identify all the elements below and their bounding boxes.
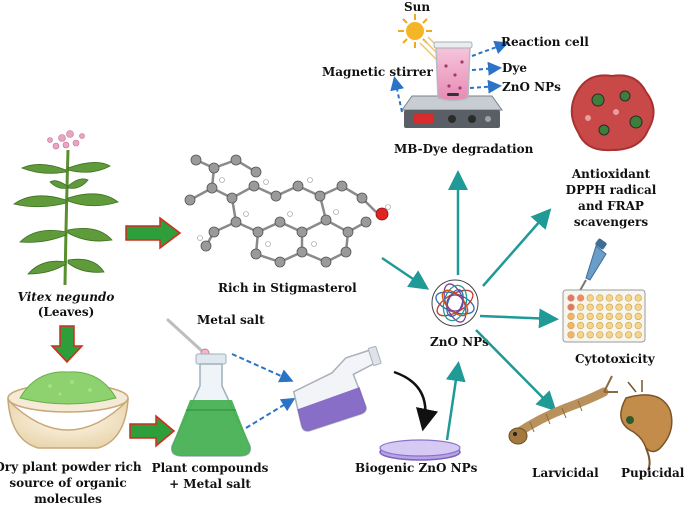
well bbox=[596, 331, 604, 339]
well bbox=[615, 322, 623, 330]
stirrer-arrow bbox=[390, 76, 404, 113]
petri-dish-icon bbox=[379, 439, 461, 461]
dye-label: Dye bbox=[502, 61, 527, 75]
well bbox=[624, 303, 633, 311]
antioxidant-cell-icon bbox=[570, 74, 655, 152]
dye-arrow bbox=[471, 61, 502, 76]
pipette-icon bbox=[577, 238, 607, 295]
well bbox=[586, 303, 594, 311]
well bbox=[615, 331, 623, 339]
well bbox=[567, 312, 575, 321]
stigmasterol-label: Rich in Stigmasterol bbox=[218, 281, 357, 295]
mb-dye-label: MB-Dye degradation bbox=[394, 142, 534, 156]
plant-part-label: (Leaves) bbox=[38, 305, 95, 319]
reaction-beaker-icon bbox=[433, 41, 473, 102]
well bbox=[586, 331, 594, 339]
well bbox=[634, 331, 642, 339]
biogenic-to-zno-arrow bbox=[445, 361, 466, 441]
well bbox=[605, 331, 614, 339]
antioxidant-label-line3: and FRAP bbox=[578, 199, 644, 213]
flask-to-mix-arrow bbox=[245, 397, 296, 429]
flask-label-line1: Plant compounds bbox=[152, 461, 269, 475]
powder-bowl-icon bbox=[7, 371, 129, 449]
well bbox=[586, 312, 594, 321]
well bbox=[624, 331, 633, 339]
well bbox=[615, 312, 623, 321]
well bbox=[576, 303, 585, 311]
reaction-cell-label: Reaction cell bbox=[501, 35, 589, 49]
well bbox=[596, 294, 604, 302]
well bbox=[634, 322, 642, 330]
cytotoxicity-label: Cytotoxicity bbox=[575, 352, 656, 366]
powder-label-line2: source of organic bbox=[9, 476, 126, 490]
well bbox=[615, 294, 623, 302]
mix-to-petri-arrow bbox=[393, 370, 439, 432]
pupa-icon bbox=[620, 380, 673, 471]
powder-label-line1: Dry plant powder rich bbox=[0, 460, 142, 474]
well bbox=[567, 322, 575, 330]
reaction-cell-arrow bbox=[471, 40, 509, 57]
antioxidant-label-line4: scavengers bbox=[574, 215, 649, 229]
zno-to-larvicidal-arrow bbox=[475, 329, 557, 412]
powder-to-flask-arrow bbox=[129, 414, 176, 448]
well bbox=[605, 322, 614, 330]
plant-to-powder-arrow bbox=[50, 325, 84, 364]
metal-salt-to-mix-arrow bbox=[231, 353, 294, 383]
well bbox=[634, 294, 642, 302]
well bbox=[576, 322, 585, 330]
well bbox=[634, 312, 642, 321]
pupicidal-label: Pupicidal bbox=[621, 466, 685, 480]
antioxidant-label-line1: Antioxidant bbox=[571, 167, 651, 181]
zno-center-label: ZnO NPs bbox=[430, 335, 489, 349]
zno-nanoparticle-icon bbox=[431, 279, 479, 327]
well bbox=[567, 303, 575, 311]
magnetic-stirrer-icon bbox=[401, 95, 503, 128]
vitex-plant-icon bbox=[13, 130, 119, 286]
well bbox=[596, 312, 604, 321]
metal-salt-label: Metal salt bbox=[197, 313, 265, 327]
zno-to-antioxidant-arrow bbox=[482, 208, 552, 287]
well bbox=[586, 322, 594, 330]
magnetic-stirrer-label: Magnetic stirrer bbox=[322, 65, 434, 79]
tilted-flask-icon bbox=[292, 345, 382, 432]
zno-arrow-top bbox=[469, 79, 502, 94]
biogenic-label: Biogenic ZnO NPs bbox=[355, 461, 478, 475]
well bbox=[624, 294, 633, 302]
larva-icon bbox=[508, 375, 618, 445]
well bbox=[596, 303, 604, 311]
well bbox=[576, 331, 585, 339]
plant-name-label: Vitex negundo bbox=[18, 290, 115, 304]
well bbox=[567, 331, 575, 339]
erlenmeyer-flask-icon bbox=[170, 353, 252, 457]
plant-to-stigmasterol-arrow bbox=[125, 216, 182, 250]
well bbox=[605, 312, 614, 321]
sun-label: Sun bbox=[404, 0, 430, 14]
well bbox=[596, 322, 604, 330]
stigmasterol-molecule-icon bbox=[184, 154, 391, 268]
well bbox=[624, 312, 633, 321]
larvicidal-label: Larvicidal bbox=[532, 466, 599, 480]
antioxidant-label-line2: DPPH radical bbox=[566, 183, 657, 197]
zno-to-cytotoxicity-arrow bbox=[479, 308, 559, 329]
well bbox=[634, 303, 642, 311]
well bbox=[605, 303, 614, 311]
well bbox=[576, 312, 585, 321]
zno-nps-top-label: ZnO NPs bbox=[502, 80, 561, 94]
flask-label-line2: + Metal salt bbox=[169, 477, 251, 491]
well bbox=[586, 294, 594, 302]
well bbox=[567, 294, 575, 302]
well-plate-icon bbox=[562, 289, 646, 343]
well bbox=[576, 294, 585, 302]
well bbox=[605, 294, 614, 302]
powder-label-line3: molecules bbox=[34, 492, 102, 506]
well bbox=[615, 303, 623, 311]
stigmasterol-to-zno-arrow bbox=[381, 256, 430, 290]
well bbox=[624, 322, 633, 330]
